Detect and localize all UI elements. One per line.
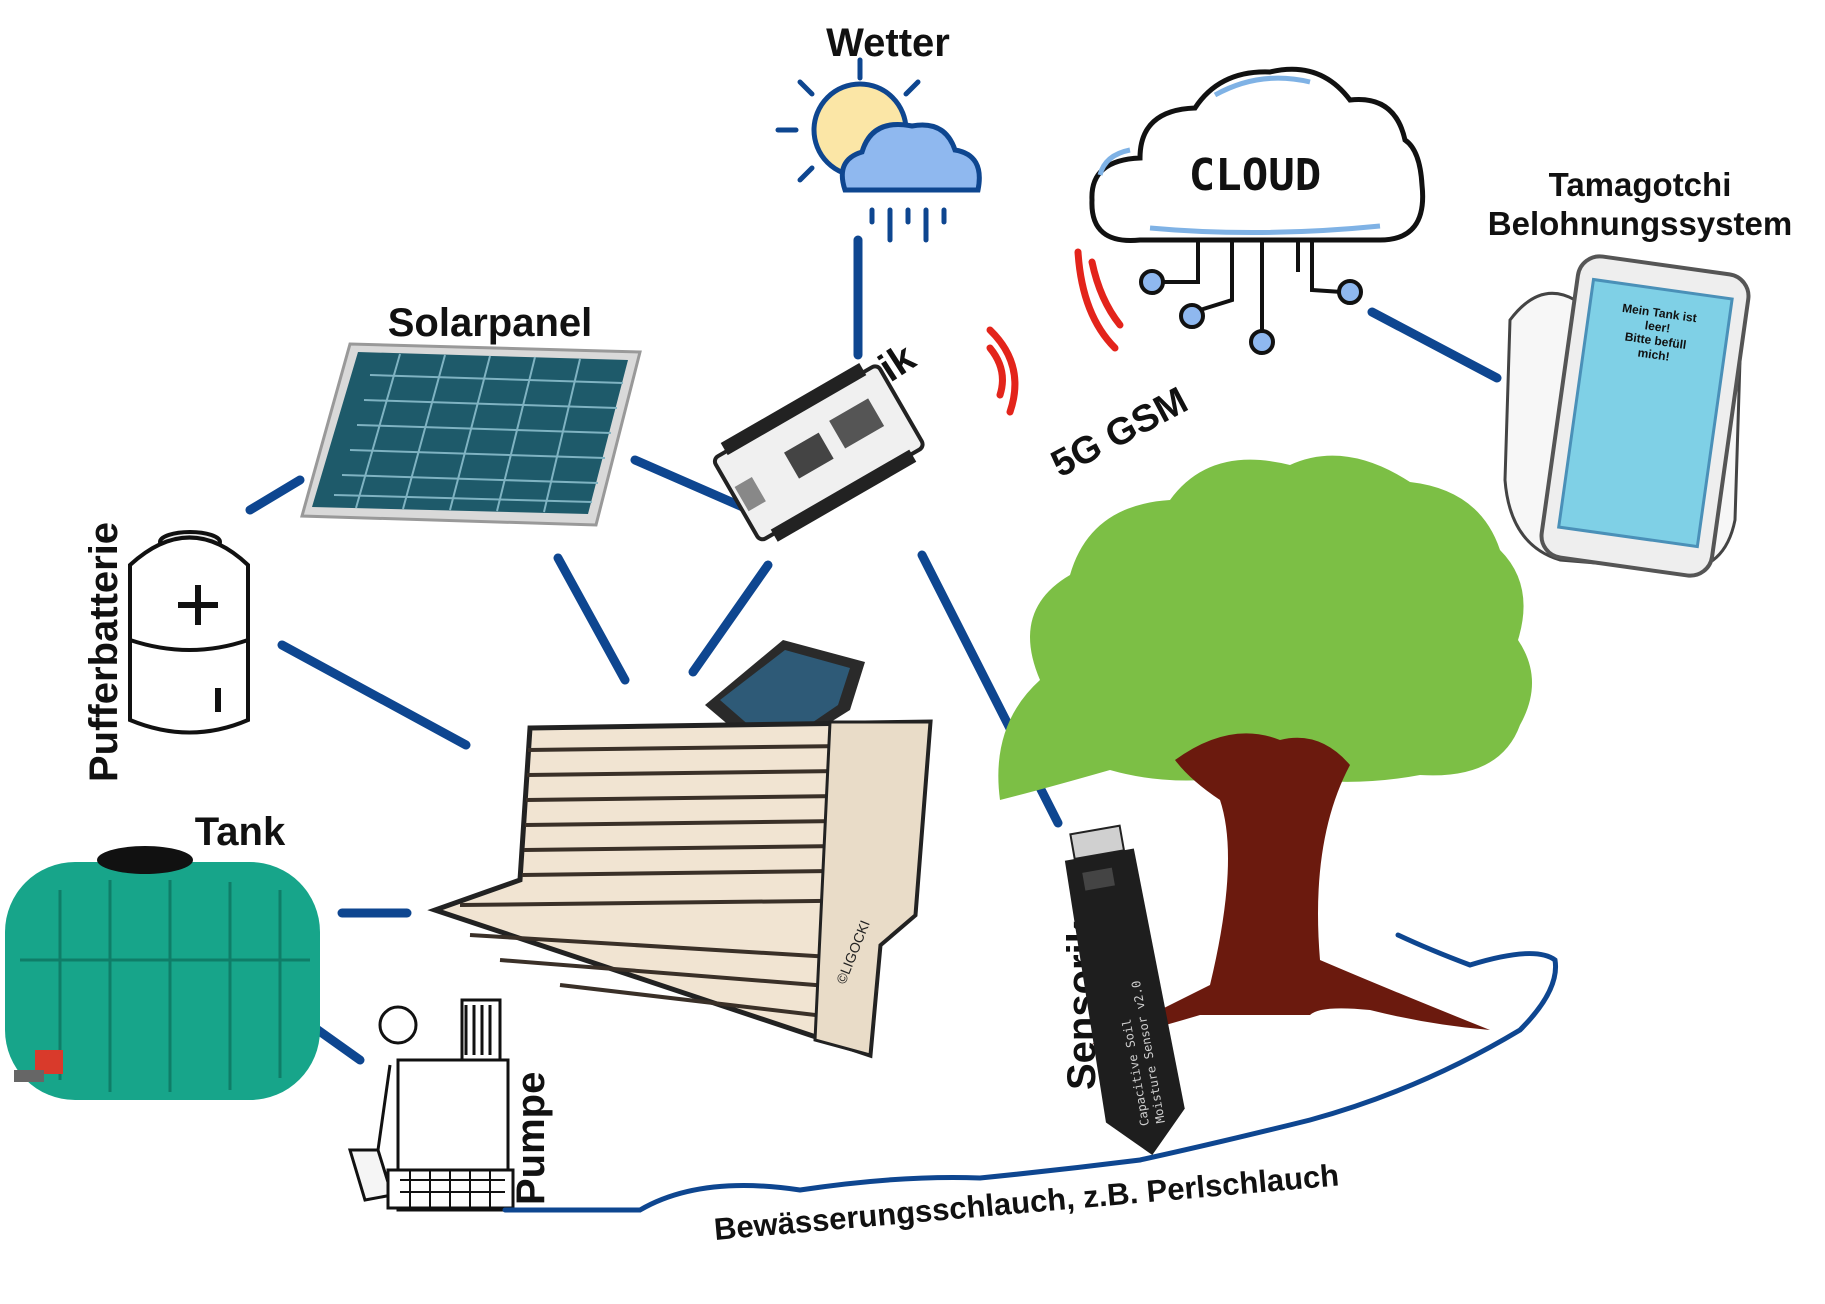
connector-battery-bench (277, 640, 471, 750)
microcontroller-board-icon (712, 363, 925, 542)
connector-electronics-bench (688, 560, 773, 677)
solar-panel-icon (300, 342, 642, 527)
tree-group (998, 455, 1533, 1045)
battery-icon (128, 530, 250, 735)
phone-device: Mein Tank ist leer! Bitte befüll mich! (1539, 254, 1751, 578)
cloud-icon (1089, 66, 1426, 243)
tree-icon (998, 455, 1533, 1045)
tamagotchi-label-line1: Tamagotchi (1549, 166, 1732, 203)
gsm-label: 5G GSM (1045, 379, 1195, 485)
pump-group: Pumpe (347, 998, 553, 1212)
wooden-bench-icon (427, 719, 933, 1059)
pump-label: Pumpe (509, 1072, 553, 1205)
soil-moisture-sensor-icon: Capacitive Soil Moisture Sensor v2.0 (1064, 824, 1185, 1155)
weather-icon (775, 57, 982, 243)
tank-group: Tank (5, 810, 320, 1100)
solar-panel-label: Solarpanel (388, 301, 593, 345)
phone-message-line2: leer! (1644, 318, 1671, 335)
weather-label: Wetter (826, 21, 950, 65)
battery-label: Pufferbatterie (82, 522, 126, 782)
cloud-label: CLOUD (1189, 150, 1321, 201)
water-tank-icon (5, 846, 320, 1100)
cloud-group: CLOUD (1089, 66, 1426, 355)
connector-cloud-phone (1367, 307, 1502, 383)
solar-panel-group: Solarpanel (300, 301, 642, 527)
phone-message-line4: mich! (1637, 345, 1671, 363)
connector-solar-battery (245, 475, 305, 515)
electronics-group: Elektronik (712, 335, 925, 542)
tamagotchi-group: Tamagotchi Belohnungssystem Mein Tank is… (1488, 166, 1792, 578)
gsm-signal-group: 5G GSM (986, 248, 1195, 486)
connector-solar-electronics (630, 455, 750, 513)
submersible-pump-icon (347, 998, 515, 1212)
bench-group: ©LIGOCKI (427, 640, 933, 1059)
weather-group: Wetter (775, 21, 982, 243)
tamagotchi-label-line2: Belohnungssystem (1488, 205, 1792, 242)
hand-holding-phone-icon: Mein Tank ist leer! Bitte befüll mich! (1503, 254, 1751, 578)
cloud-network-pins (1139, 240, 1363, 355)
sensor-group: Sensorik Capacitive Soil Moisture Sensor… (1060, 824, 1185, 1155)
tank-label: Tank (195, 810, 286, 854)
battery-group: Pufferbatterie (82, 522, 250, 782)
signal-waves-icon (986, 248, 1124, 416)
connector-solar-bench (553, 553, 630, 685)
